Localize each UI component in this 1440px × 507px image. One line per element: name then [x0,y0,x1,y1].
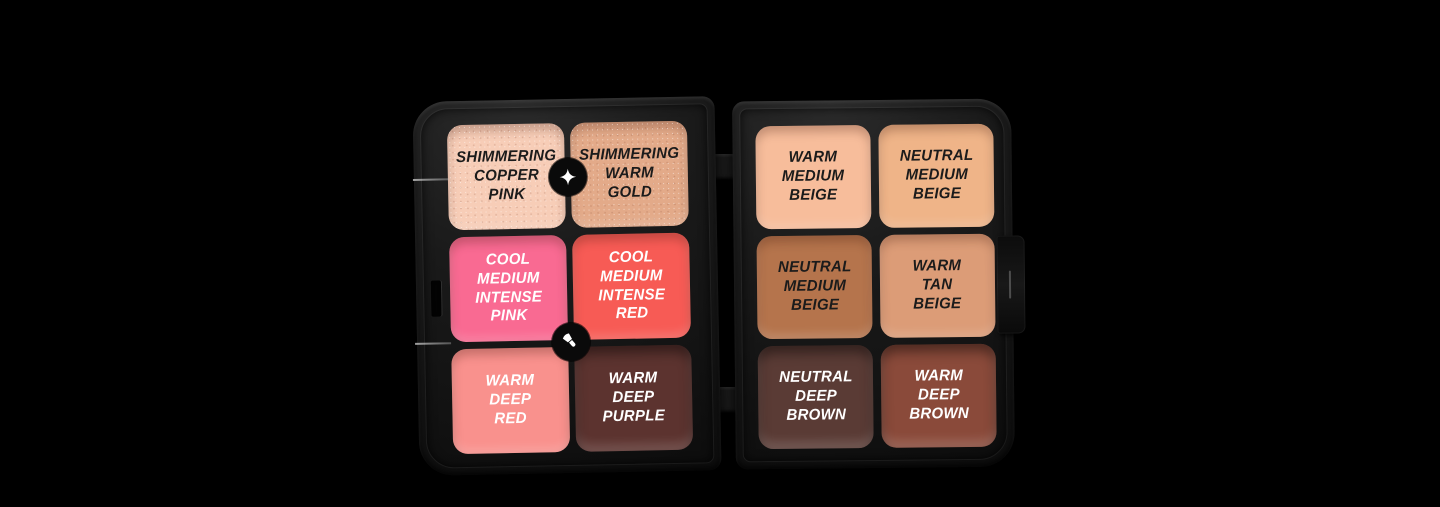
brush-badge [551,322,591,362]
pan-label: WARM DEEP RED [485,371,535,428]
palette-left-half: SHIMMERING COPPER PINK SHIMMERING WARM G… [412,96,722,476]
makeup-brush-icon [562,333,576,347]
pan-label: WARM DEEP PURPLE [602,369,666,426]
pan-cool-medium-intense-red: COOL MEDIUM INTENSE RED [572,232,692,340]
pan-label: COOL MEDIUM INTENSE PINK [475,250,543,325]
pan-cool-medium-intense-pink: COOL MEDIUM INTENSE PINK [449,235,569,343]
pan-shimmering-warm-gold: SHIMMERING WARM GOLD [569,120,689,228]
clasp-tab [996,235,1026,334]
pan-label: SHIMMERING COPPER PINK [455,147,557,204]
pan-warm-tan-beige: WARM TAN BEIGE [879,233,996,338]
pan-label: WARM MEDIUM BEIGE [782,148,845,204]
pan-label: SHIMMERING WARM GOLD [578,144,680,202]
palette-right-half: WARM MEDIUM BEIGE NEUTRAL MEDIUM BEIGE N… [732,98,1026,470]
pan-label: COOL MEDIUM INTENSE RED [598,248,666,323]
case-seam-line [415,342,452,345]
pan-label: NEUTRAL DEEP BROWN [778,368,853,424]
pan-label: NEUTRAL MEDIUM BEIGE [777,258,852,314]
sparkle-badge [548,157,588,197]
pan-label: WARM DEEP BROWN [908,367,969,423]
pan-neutral-medium-beige: NEUTRAL MEDIUM BEIGE [878,123,995,228]
pan-warm-deep-brown: WARM DEEP BROWN [880,343,997,448]
clasp-tick [1008,270,1012,299]
pan-label: WARM TAN BEIGE [912,257,962,313]
case-seam-line [412,178,449,181]
right-pan-grid: WARM MEDIUM BEIGE NEUTRAL MEDIUM BEIGE N… [755,123,997,450]
pan-warm-medium-beige: WARM MEDIUM BEIGE [755,125,872,230]
latch-slot [430,280,442,317]
pan-warm-deep-purple: WARM DEEP PURPLE [574,344,694,452]
pan-neutral-deep-brown: NEUTRAL DEEP BROWN [757,345,874,450]
four-point-sparkle-icon [559,168,577,186]
pan-neutral-medium-beige-deep: NEUTRAL MEDIUM BEIGE [756,235,873,340]
pan-warm-deep-red: WARM DEEP RED [451,346,571,455]
pan-label: NEUTRAL MEDIUM BEIGE [899,147,974,203]
